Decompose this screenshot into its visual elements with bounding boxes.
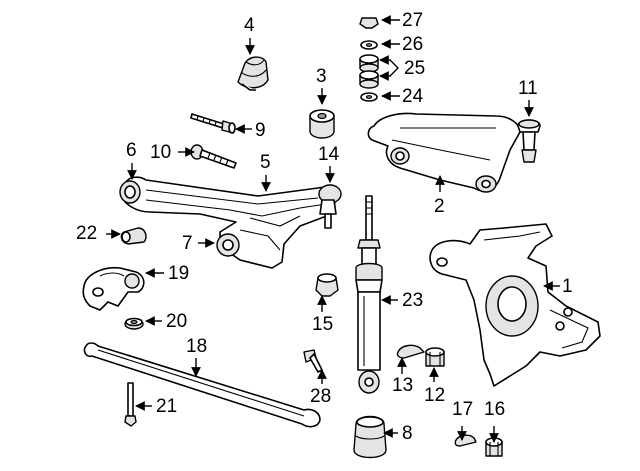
callout-5: 5 [260, 152, 271, 173]
callout-labels: 4 3 9 10 6 5 14 22 7 19 20 18 21 15 23 2… [76, 10, 573, 444]
part-22-bushing [120, 227, 147, 245]
callout-23: 23 [402, 290, 423, 311]
callout-15: 15 [312, 314, 333, 335]
part-17-cotter-pin [454, 434, 477, 447]
leader-lines [106, 15, 560, 443]
callout-16: 16 [484, 399, 505, 420]
part-26-washer [360, 40, 378, 50]
callout-10: 10 [150, 142, 171, 163]
part-3-bushing [309, 109, 335, 139]
part-12-castle-nut [425, 347, 445, 367]
part-28-bolt [303, 349, 323, 373]
callout-25: 25 [404, 58, 425, 79]
callout-22: 22 [76, 223, 97, 244]
part-27-nut [359, 17, 379, 29]
callout-12: 12 [424, 385, 445, 406]
callout-11: 11 [518, 78, 538, 99]
callout-6: 6 [126, 140, 137, 161]
callout-9: 9 [255, 120, 266, 141]
part-2-upper-control-arm [367, 112, 521, 193]
part-18-strut-rod [83, 342, 321, 428]
callout-14: 14 [318, 144, 340, 165]
part-15-nut [315, 273, 339, 297]
callout-13: 13 [392, 375, 413, 396]
callout-19: 19 [168, 263, 189, 284]
callout-8: 8 [402, 423, 413, 444]
callout-24: 24 [402, 86, 424, 107]
callout-7: 7 [182, 233, 193, 254]
callout-21: 21 [156, 396, 177, 417]
part-7-rear-bushing [216, 233, 240, 257]
callout-20: 20 [166, 311, 187, 332]
callout-17: 17 [452, 399, 473, 420]
part-1-steering-knuckle [429, 223, 601, 387]
part-8-bump-stop [353, 415, 387, 459]
callout-26: 26 [402, 34, 423, 55]
callout-1: 1 [562, 276, 573, 297]
part-19-bracket [82, 266, 145, 311]
part-21-bolt [124, 382, 137, 427]
callout-27: 27 [402, 10, 423, 31]
callout-18: 18 [186, 336, 207, 357]
part-25-bushings [359, 54, 379, 89]
part-13-cotter-pin [396, 344, 425, 359]
callout-2: 2 [434, 196, 445, 217]
part-9-bolt [190, 113, 236, 134]
part-14-lower-ball-joint [318, 184, 342, 229]
part-4-bump-stop [237, 56, 269, 91]
callout-3: 3 [316, 66, 327, 87]
part-5-lower-control-arm [121, 176, 337, 269]
callout-28: 28 [310, 386, 331, 407]
part-10-bolt [190, 144, 237, 169]
part-24-washer [360, 92, 378, 102]
part-20-nut [124, 317, 144, 330]
callout-4: 4 [244, 15, 255, 36]
part-23-shock-absorber [355, 195, 383, 394]
part-11-upper-ball-joint [517, 119, 541, 163]
part-6-front-bushing [119, 180, 141, 204]
